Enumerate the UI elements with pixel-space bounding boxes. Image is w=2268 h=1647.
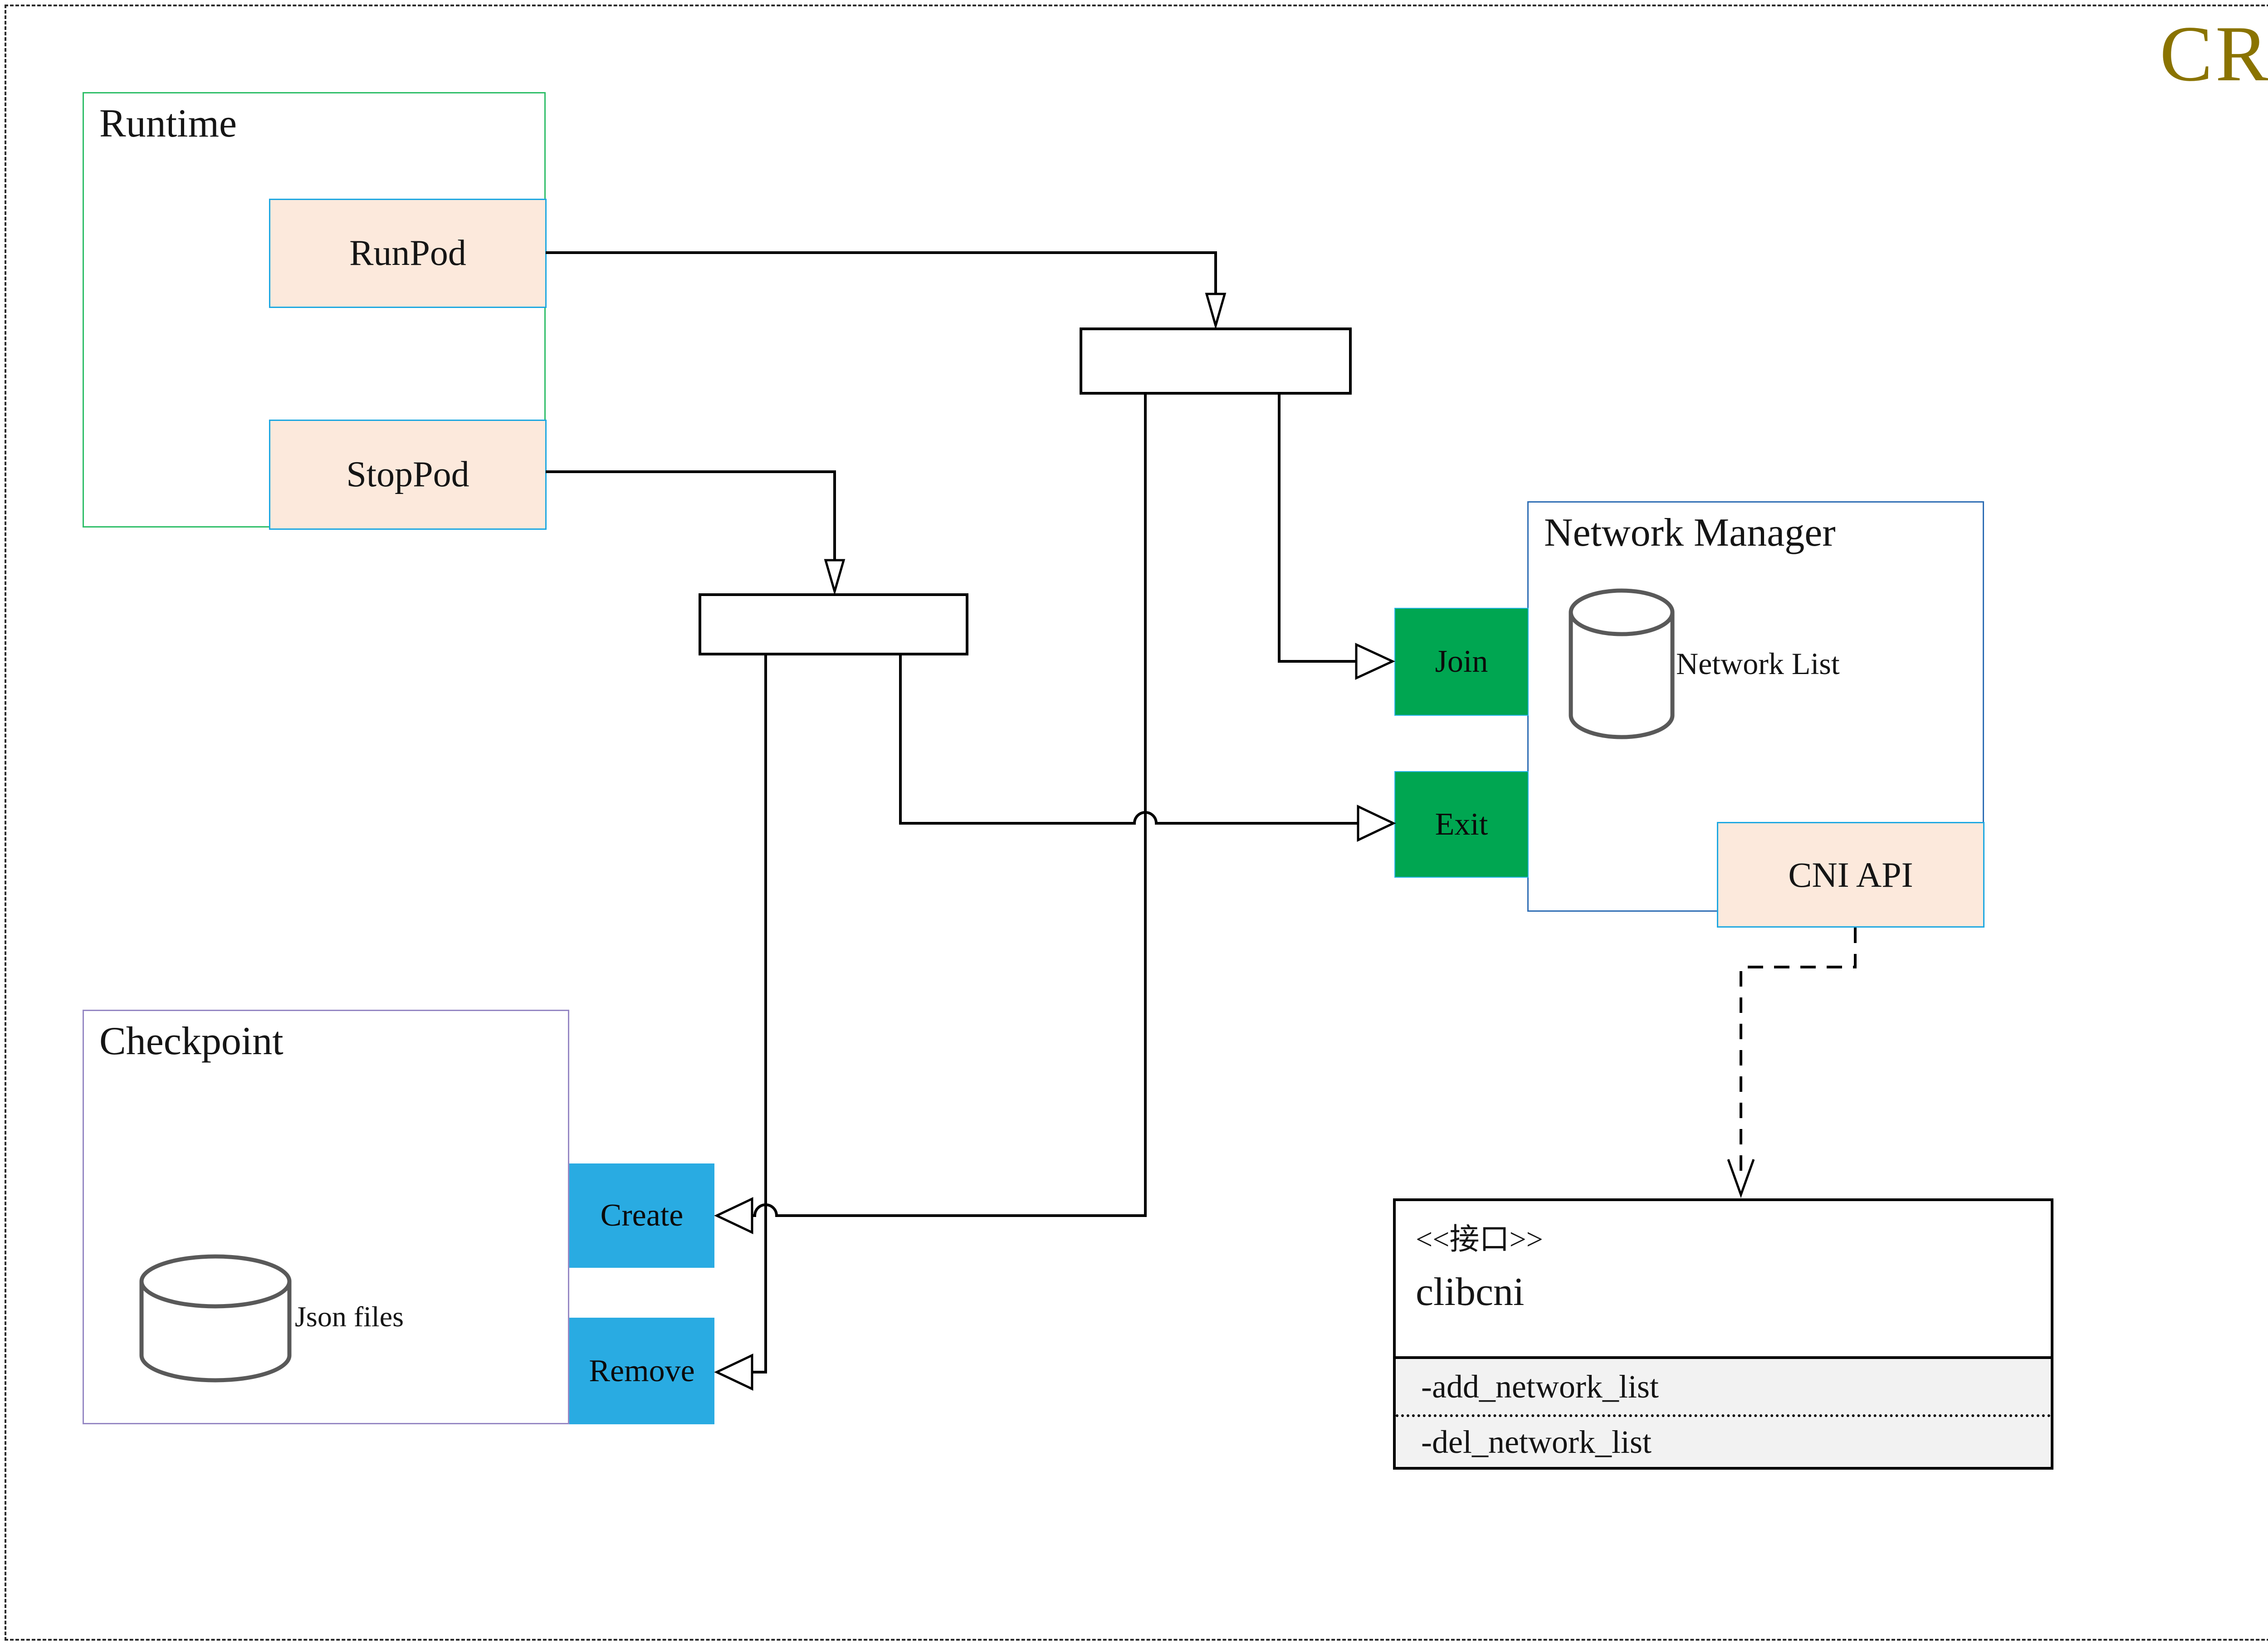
remove-label: Remove [589,1353,695,1388]
runpod-label: RunPod [349,233,466,273]
clibcni-attributes: -add_network_list -del_network_list [1396,1356,2051,1467]
cni-api-label: CNI API [1788,855,1913,894]
exit-label: Exit [1435,806,1488,842]
clibcni-interface-box: <<接口>> clibcni -add_network_list -del_ne… [1393,1198,2053,1470]
page-dashed-border [5,5,2268,1641]
remove-node: Remove [569,1318,714,1424]
create-label: Create [600,1198,684,1233]
method-del-network-list: -del_network_list [1421,1424,1652,1460]
page-title: CRI [2160,10,2268,98]
network-manager-title: Network Manager [1544,511,1836,555]
clibcni-header: <<接口>> clibcni [1396,1201,2051,1356]
stoppod-node: StopPod [269,420,547,530]
runtime-title: Runtime [99,102,237,146]
json-files-label: Json files [295,1300,404,1333]
checkpoint-box: Checkpoint [83,1010,569,1424]
process-bar-2 [699,593,968,655]
interface-stereotype: <<接口>> [1416,1223,1543,1256]
create-node: Create [569,1163,714,1268]
process-bar-1 [1080,327,1352,395]
checkpoint-title: Checkpoint [99,1019,284,1063]
runpod-node: RunPod [269,199,547,308]
exit-node: Exit [1394,771,1529,878]
join-label: Join [1435,644,1488,679]
network-list-label: Network List [1676,646,1840,681]
stoppod-label: StopPod [346,455,469,494]
interface-name: clibcni [1416,1270,1525,1314]
join-node: Join [1394,608,1529,716]
method-add-network-list: -add_network_list [1396,1359,2051,1417]
cni-api-node: CNI API [1717,822,1984,928]
